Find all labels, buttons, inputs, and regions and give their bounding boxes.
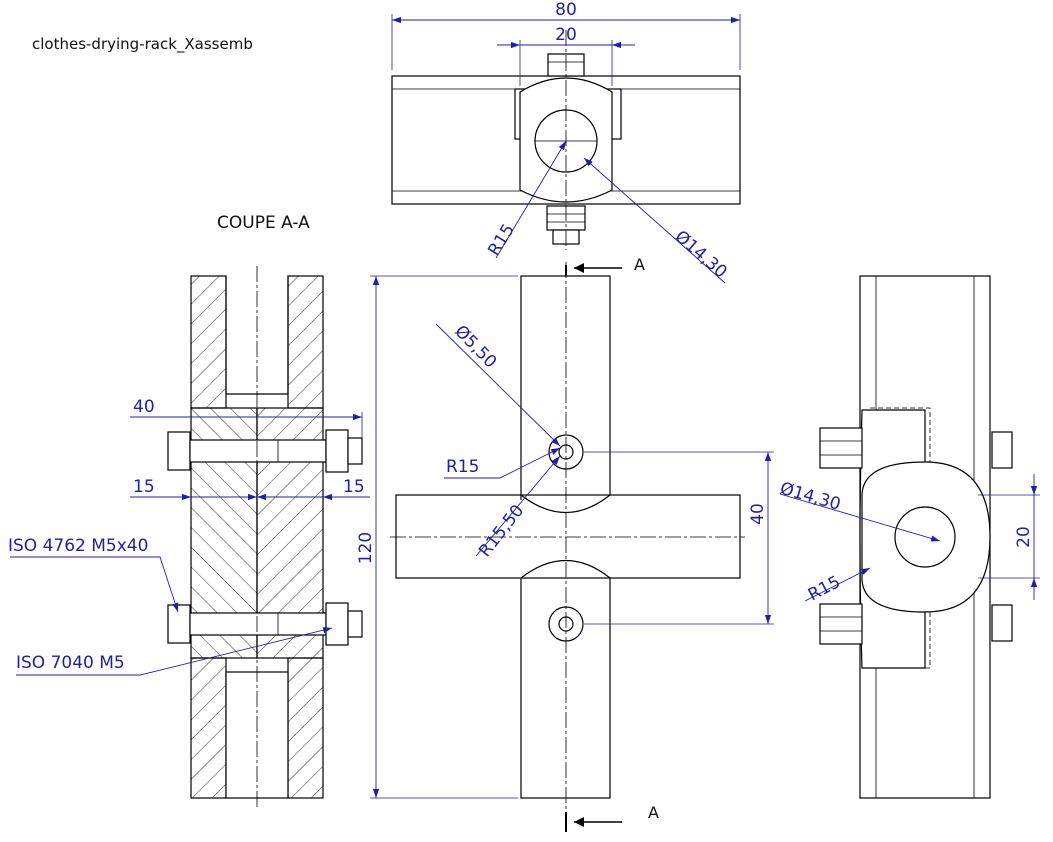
front-view: 120 40 Ø5,50 R15 R15,50: [356, 262, 774, 812]
dim-side-r15: R15: [805, 572, 844, 605]
dim-top-r15: R15: [484, 221, 519, 260]
dim-front-r15: R15: [446, 457, 479, 477]
dim-section-15-left: 15: [133, 477, 155, 497]
dim-side-dia-14-30: Ø14,30: [778, 479, 843, 515]
dim-section-40: 40: [133, 397, 155, 417]
svg-text:A: A: [648, 803, 659, 822]
dim-top-20: 20: [555, 25, 577, 45]
dim-front-40: 40: [748, 503, 768, 525]
top-view: 80 20 R15 Ø14,30: [391, 0, 741, 284]
side-view: Ø14,30 20 R15: [778, 275, 1040, 799]
callout-nut: ISO 7040 M5: [16, 653, 125, 673]
file-name: clothes-drying-rack_Xassemb: [32, 35, 253, 54]
dim-top-dia-14-30: Ø14,30: [671, 227, 731, 283]
dim-front-120: 120: [356, 532, 376, 564]
dim-side-20: 20: [1014, 526, 1034, 548]
section-view: 40 15 15 ISO 4762 M5x40 ISO 7040 M5: [8, 266, 370, 808]
dim-front-dia-5-50: Ø5,50: [450, 322, 500, 373]
svg-text:A: A: [634, 255, 645, 274]
callout-screw: ISO 4762 M5x40: [8, 536, 148, 556]
dim-section-15-right: 15: [343, 477, 365, 497]
section-marker-bottom: A: [565, 803, 659, 832]
section-title: COUPE A-A: [217, 213, 310, 233]
dim-top-80: 80: [555, 0, 577, 20]
